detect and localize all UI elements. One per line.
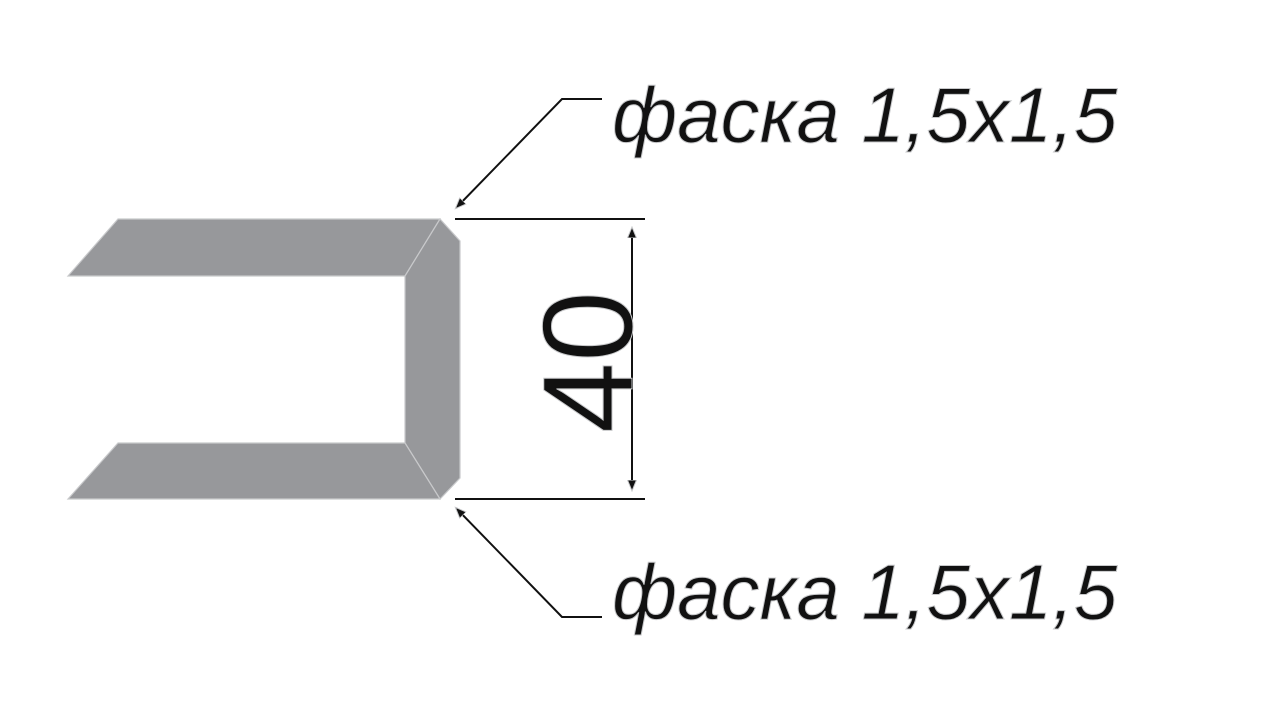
leader-line-bottom — [456, 508, 602, 618]
dimension-value: 40 — [517, 291, 660, 433]
leader-line-top — [456, 98, 602, 208]
callout-bottom-label: фаска 1,5х1,5 — [612, 548, 1118, 636]
callout-top-label: фаска 1,5х1,5 — [612, 71, 1118, 159]
profile-top-flange — [66, 218, 442, 277]
profile-bottom-flange — [66, 442, 442, 500]
channel-profile — [66, 218, 461, 500]
